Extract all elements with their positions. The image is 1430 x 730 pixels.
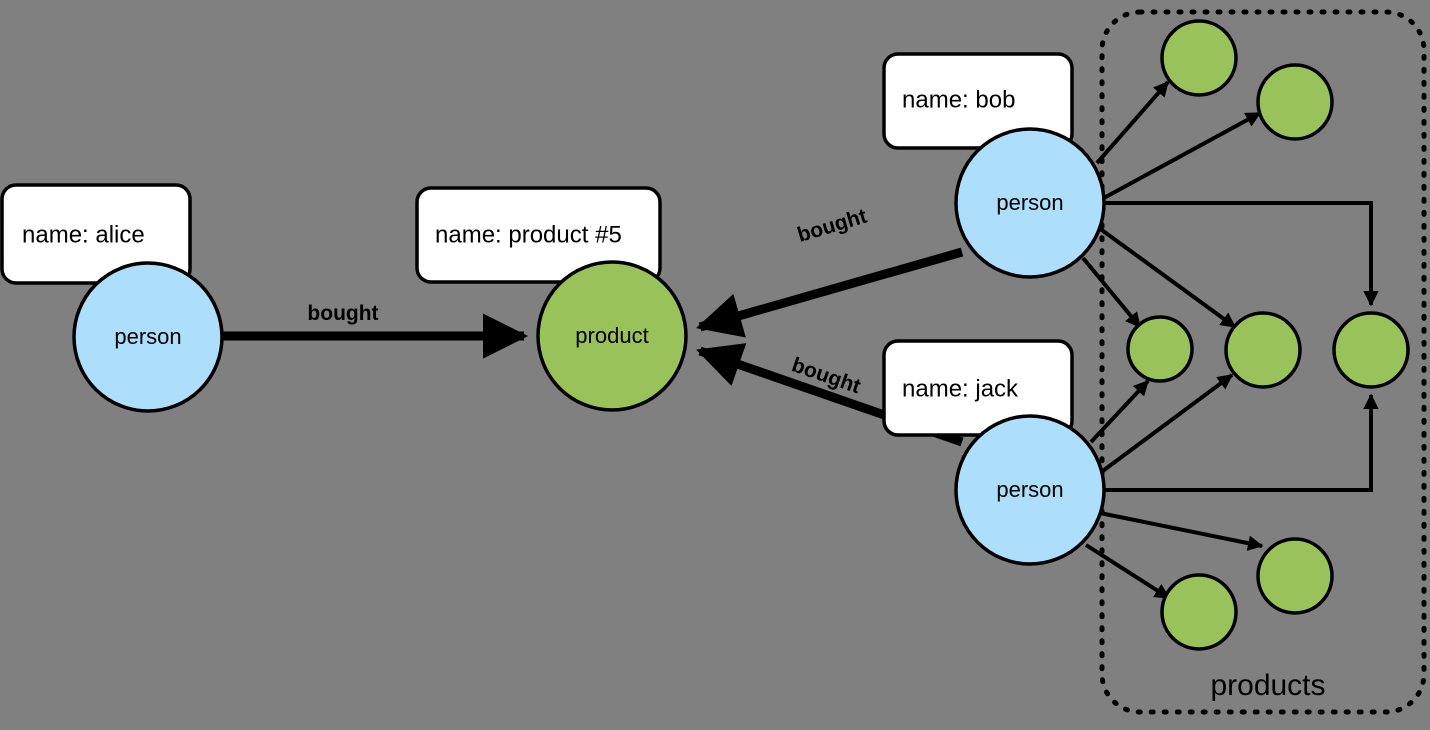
jack-product-edges xyxy=(1084,373,1379,600)
product-node-top-2[interactable] xyxy=(1256,63,1334,141)
node-bob-circle[interactable] xyxy=(954,127,1106,279)
product-node-top-1[interactable] xyxy=(1160,19,1238,97)
callout-alice-text: name: alice xyxy=(22,221,145,248)
product-node-mid-3[interactable] xyxy=(1332,311,1410,389)
edge-label-bob-bought: bought xyxy=(795,205,870,247)
node-product5-label: product xyxy=(575,323,648,348)
node-jack-label: person xyxy=(996,477,1063,502)
product-node-bot-2[interactable] xyxy=(1256,537,1334,615)
bob-product-edges xyxy=(1081,80,1379,329)
callout-jack-text: name: jack xyxy=(902,375,1019,402)
node-bob-label: person xyxy=(996,190,1063,215)
products-group-label: products xyxy=(1210,669,1325,702)
edge-bob-to-product-mid2 xyxy=(1097,226,1237,329)
callout-bob: name: bob xyxy=(882,52,1074,150)
edge-jack-to-product-mid1 xyxy=(1089,379,1150,444)
edge-jack-to-product-mid2 xyxy=(1098,373,1234,475)
edge-jack-to-product-bot1 xyxy=(1084,543,1171,600)
edge-bob-to-product-mid1 xyxy=(1081,256,1142,329)
edge-label-alice-bought: bought xyxy=(307,302,378,325)
callout-jack: name: jack xyxy=(882,339,1074,437)
node-alice-circle[interactable] xyxy=(72,261,224,413)
node-alice[interactable]: person xyxy=(72,261,224,413)
node-alice-label: person xyxy=(114,324,181,349)
node-product5-circle[interactable] xyxy=(536,260,688,412)
product-node-mid-2[interactable] xyxy=(1224,311,1302,389)
edge-jack-to-product-mid3 xyxy=(1104,393,1379,492)
edge-bob-to-product-top2 xyxy=(1101,111,1262,201)
edge-bob-bought-product xyxy=(696,247,964,338)
callouts: name: alice name: product #5 name: bob n… xyxy=(0,52,1074,437)
node-jack[interactable]: person xyxy=(954,414,1106,566)
callout-bob-text: name: bob xyxy=(902,86,1015,113)
product-nodes xyxy=(1126,19,1410,651)
edge-jack-to-product-bot2 xyxy=(1099,511,1264,551)
callout-product5-text: name: product #5 xyxy=(435,221,622,248)
product-node-bot-1[interactable] xyxy=(1160,573,1238,651)
node-bob[interactable]: person xyxy=(954,127,1106,279)
edge-bob-to-product-mid3 xyxy=(1104,201,1379,307)
callout-product5-box xyxy=(415,186,662,284)
product-node-mid-1[interactable] xyxy=(1126,315,1194,383)
edge-bob-to-product-top1 xyxy=(1095,80,1170,165)
callout-product5: name: product #5 xyxy=(415,186,662,284)
main-nodes: person product person person xyxy=(72,127,1106,566)
products-group: products xyxy=(1099,9,1427,715)
node-product5[interactable]: product xyxy=(536,260,688,412)
node-jack-circle[interactable] xyxy=(954,414,1106,566)
